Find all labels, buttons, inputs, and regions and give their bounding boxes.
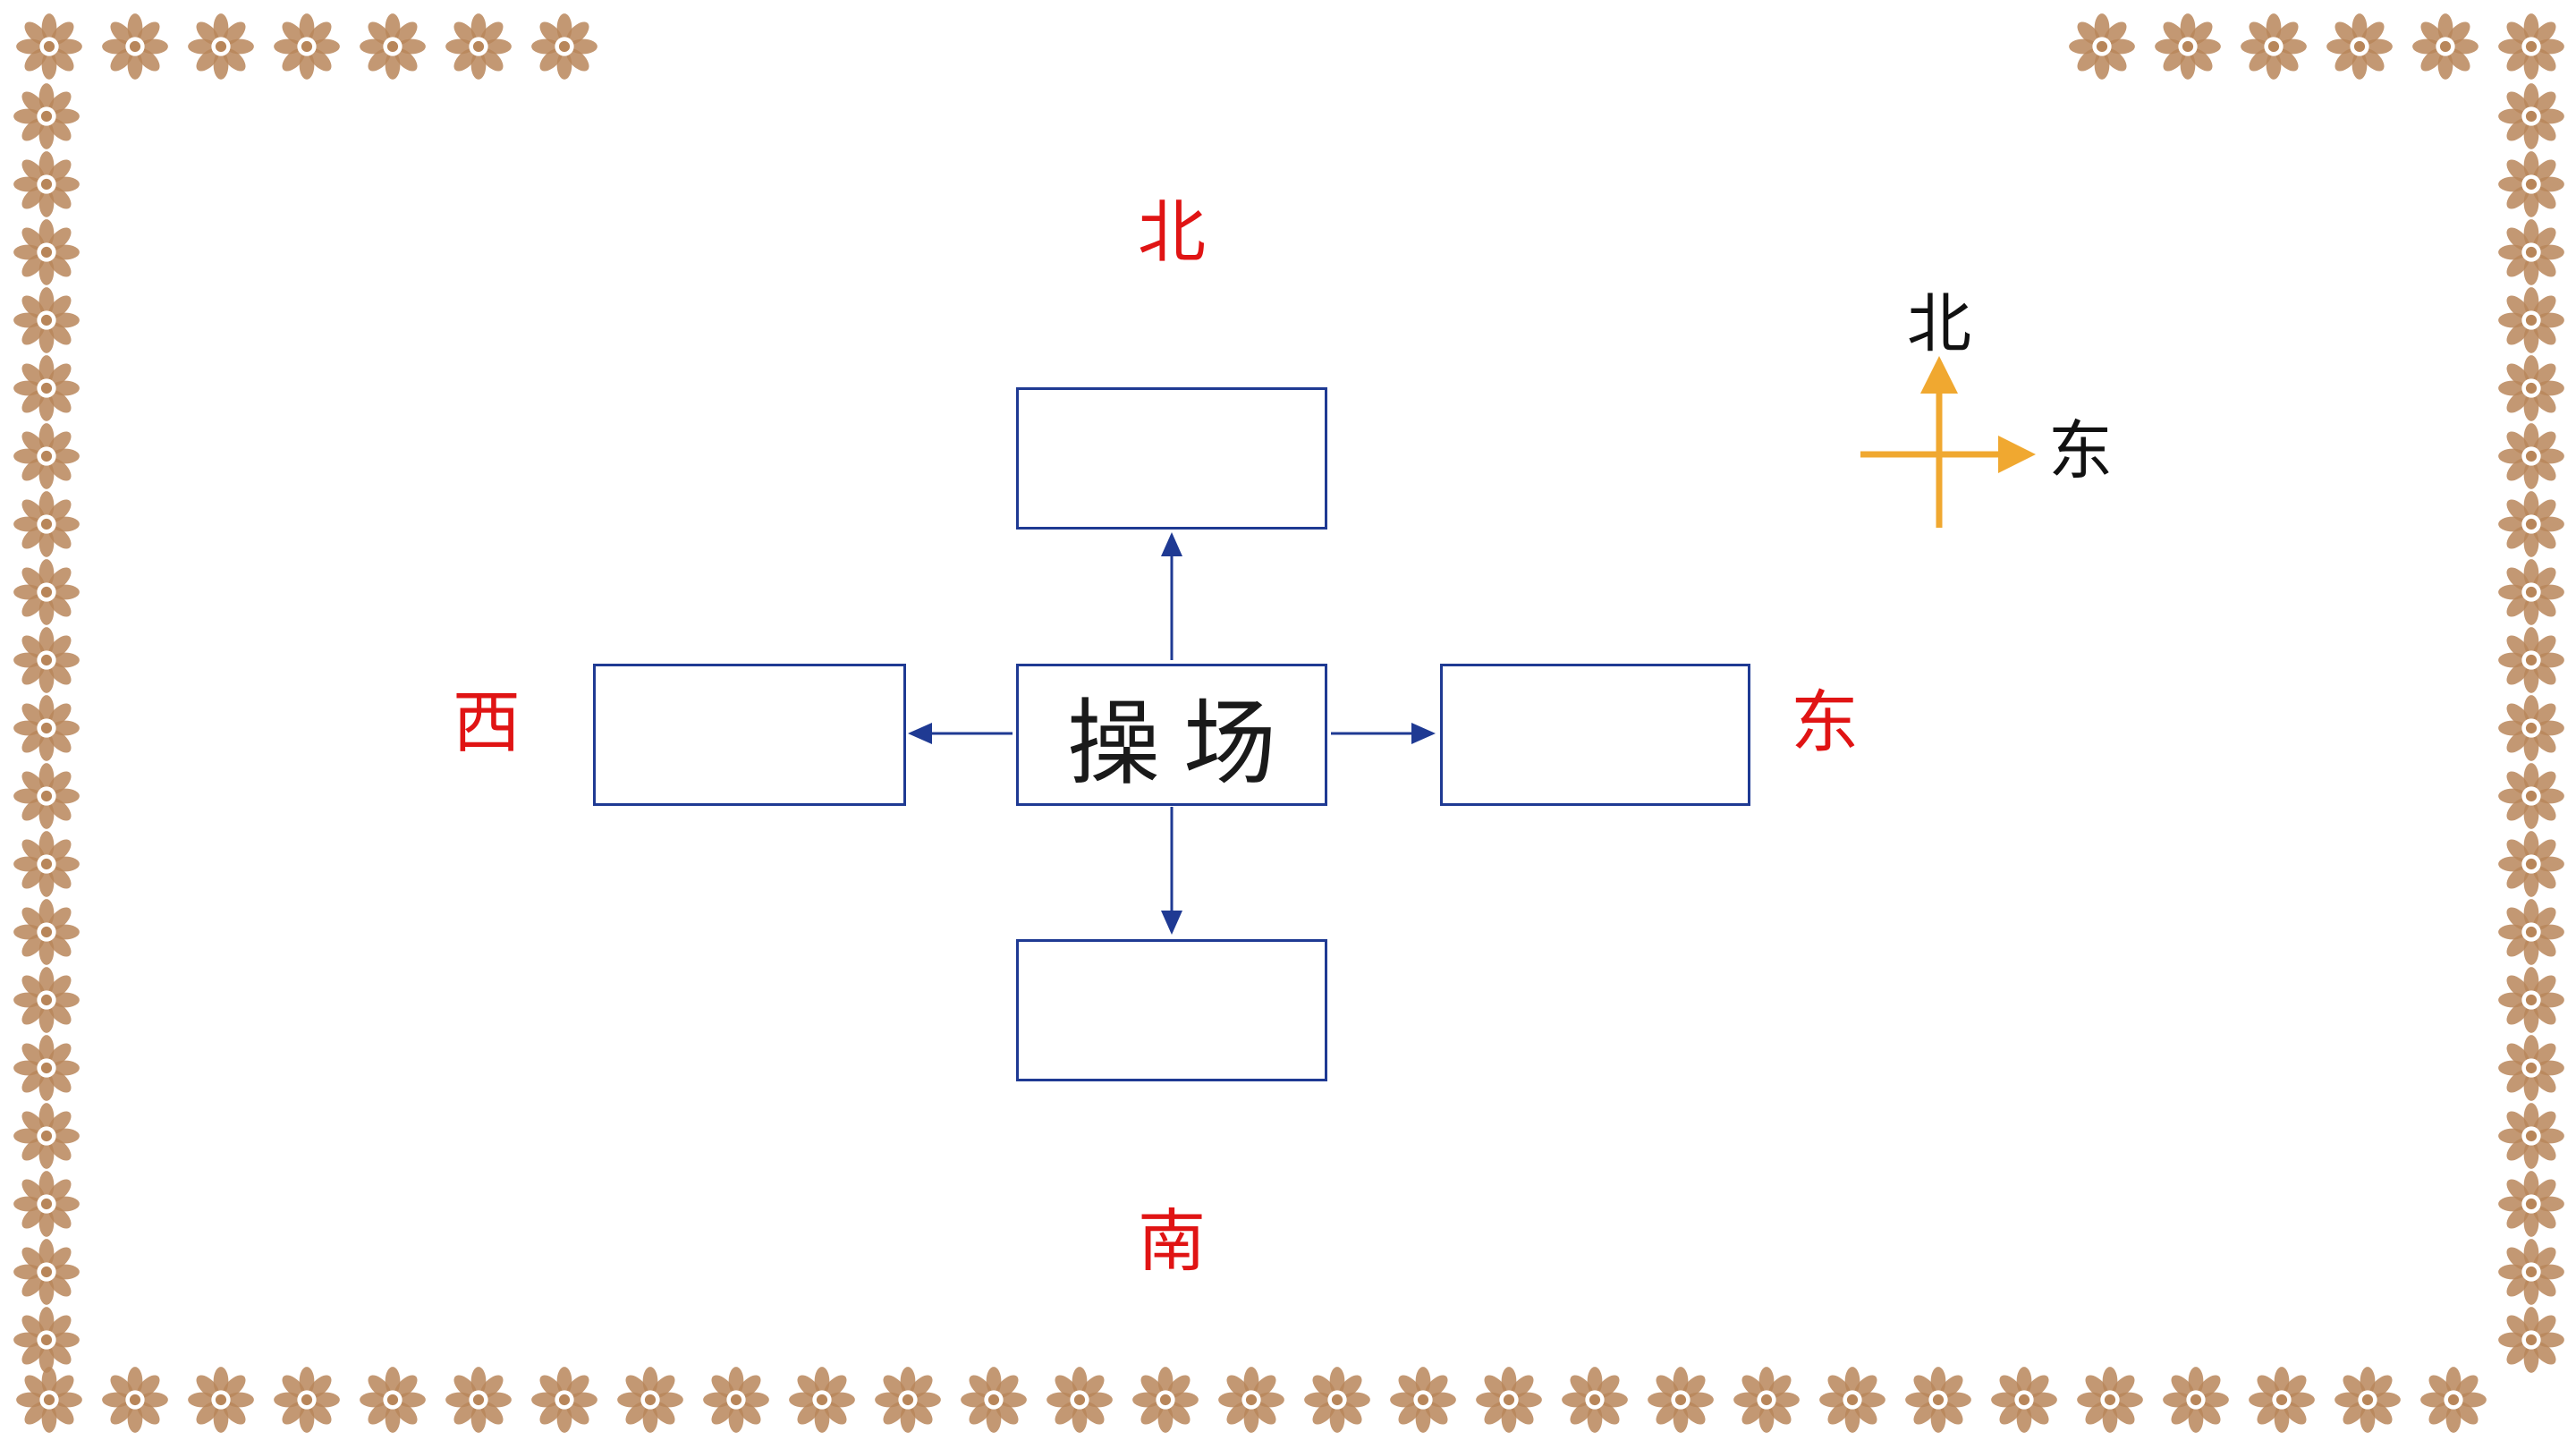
flower-ornament-icon	[1648, 1367, 1714, 1433]
south-box[interactable]	[1016, 939, 1327, 1081]
flower-ornament-icon	[13, 491, 80, 557]
flower-ornament-icon	[13, 219, 80, 285]
flower-ornament-icon	[188, 13, 254, 80]
flower-ornament-icon	[13, 695, 80, 761]
flower-ornament-icon	[2498, 559, 2564, 625]
flower-ornament-icon	[2498, 1035, 2564, 1101]
flower-ornament-icon	[13, 763, 80, 829]
flower-ornament-icon	[531, 1367, 597, 1433]
flower-ornament-icon	[13, 287, 80, 353]
flower-ornament-icon	[2498, 287, 2564, 353]
compass-cross-icon	[1860, 356, 2036, 528]
flower-ornament-icon	[13, 899, 80, 965]
flower-ornament-icon	[2077, 1367, 2143, 1433]
flower-ornament-icon	[1819, 1367, 1885, 1433]
flower-ornament-icon	[2498, 831, 2564, 897]
flower-ornament-icon	[2334, 1367, 2401, 1433]
flower-ornament-icon	[13, 1307, 80, 1373]
flower-ornament-icon	[2498, 1239, 2564, 1305]
flower-ornament-icon	[13, 83, 80, 149]
flower-ornament-icon	[1991, 1367, 2057, 1433]
flower-ornament-icon	[102, 13, 168, 80]
flower-ornament-icon	[2420, 1367, 2487, 1433]
flower-ornament-icon	[2498, 491, 2564, 557]
flower-ornament-icon	[1733, 1367, 1800, 1433]
flower-ornament-icon	[1476, 1367, 1542, 1433]
flower-ornament-icon	[445, 13, 512, 80]
flower-ornament-icon	[1046, 1367, 1113, 1433]
flower-ornament-icon	[2498, 627, 2564, 693]
center-label: 操场	[1066, 689, 1300, 798]
flower-ornament-icon	[13, 831, 80, 897]
flower-ornament-icon	[2241, 13, 2307, 80]
flower-ornament-icon	[274, 13, 340, 80]
label-west: 西	[453, 682, 521, 762]
flower-ornament-icon	[16, 13, 82, 80]
flower-ornament-icon	[2498, 13, 2564, 80]
flower-ornament-icon	[2498, 423, 2564, 489]
flower-ornament-icon	[13, 1103, 80, 1169]
flower-ornament-icon	[789, 1367, 855, 1433]
flower-ornament-icon	[2326, 13, 2393, 80]
flower-ornament-icon	[274, 1367, 340, 1433]
flower-ornament-icon	[531, 13, 597, 80]
flower-ornament-icon	[2498, 1307, 2564, 1373]
flower-ornament-icon	[13, 627, 80, 693]
flower-ornament-icon	[2498, 151, 2564, 217]
flower-ornament-icon	[2498, 967, 2564, 1033]
flower-ornament-icon	[617, 1367, 683, 1433]
flower-ornament-icon	[13, 1035, 80, 1101]
flower-ornament-icon	[2498, 899, 2564, 965]
flower-ornament-icon	[961, 1367, 1027, 1433]
flower-ornament-icon	[360, 13, 426, 80]
flower-ornament-icon	[1132, 1367, 1199, 1433]
flower-ornament-icon	[2498, 355, 2564, 421]
flower-ornament-icon	[13, 1171, 80, 1237]
flower-ornament-icon	[13, 355, 80, 421]
flower-ornament-icon	[2498, 1171, 2564, 1237]
flower-ornament-icon	[2069, 13, 2135, 80]
flower-ornament-icon	[445, 1367, 512, 1433]
label-north: 北	[1138, 192, 1206, 272]
flower-ornament-icon	[703, 1367, 769, 1433]
compass-label-east: 东	[2047, 413, 2113, 488]
flower-ornament-icon	[1390, 1367, 1456, 1433]
west-box[interactable]	[593, 664, 906, 806]
flower-ornament-icon	[102, 1367, 168, 1433]
flower-ornament-icon	[2249, 1367, 2315, 1433]
flower-ornament-icon	[2412, 13, 2479, 80]
flower-ornament-icon	[16, 1367, 82, 1433]
flower-ornament-icon	[2498, 695, 2564, 761]
flower-ornament-icon	[875, 1367, 941, 1433]
flower-ornament-icon	[13, 559, 80, 625]
north-box[interactable]	[1016, 387, 1327, 530]
flower-ornament-icon	[13, 151, 80, 217]
flower-ornament-icon	[2498, 83, 2564, 149]
flower-ornament-icon	[360, 1367, 426, 1433]
compass-label-north: 北	[1906, 286, 1971, 361]
center-box: 操场	[1016, 664, 1327, 806]
flower-ornament-icon	[1304, 1367, 1370, 1433]
flower-ornament-icon	[188, 1367, 254, 1433]
flower-ornament-icon	[2498, 219, 2564, 285]
label-south: 南	[1138, 1201, 1206, 1281]
flower-ornament-icon	[2498, 763, 2564, 829]
flower-ornament-icon	[1218, 1367, 1284, 1433]
flower-ornament-icon	[13, 1239, 80, 1305]
flower-ornament-icon	[2163, 1367, 2229, 1433]
flower-ornament-icon	[1905, 1367, 1971, 1433]
flower-ornament-icon	[2155, 13, 2221, 80]
flower-ornament-icon	[13, 967, 80, 1033]
flower-ornament-icon	[2498, 1103, 2564, 1169]
label-east: 东	[1791, 682, 1859, 762]
east-box[interactable]	[1440, 664, 1750, 806]
flower-ornament-icon	[13, 423, 80, 489]
flower-ornament-icon	[1562, 1367, 1628, 1433]
